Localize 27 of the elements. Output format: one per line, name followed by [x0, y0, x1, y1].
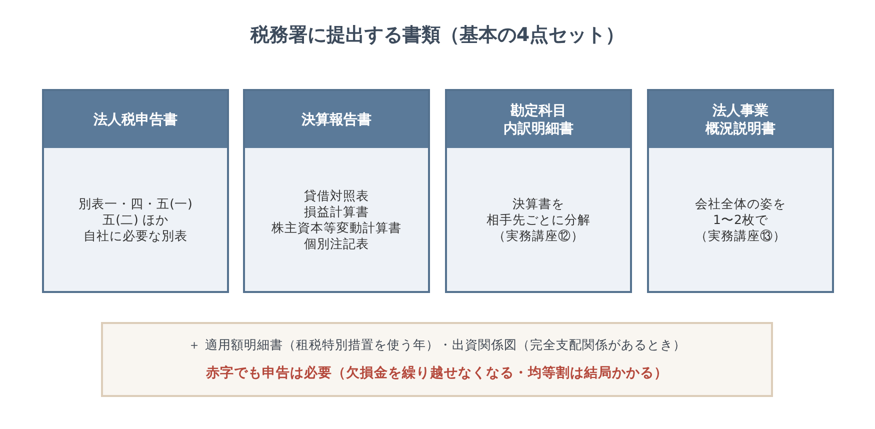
- card-text: （実務講座⑬）: [695, 228, 786, 244]
- card-text: 会社全体の姿を: [695, 196, 786, 212]
- card-text: 株主資本等変動計算書: [272, 220, 402, 236]
- card-text: 相手先ごとに分解: [486, 212, 590, 228]
- card-heading: 勘定科目: [510, 102, 566, 120]
- card-text: 別表一・四・五(一): [78, 196, 192, 212]
- card-heading: 法人税申告書: [94, 110, 178, 128]
- card-text: 決算書を: [512, 196, 564, 212]
- card-heading: 決算報告書: [302, 110, 372, 128]
- warning-text: 赤字でも申告は必要（欠損金を繰り越せなくなる・均等割は結局かかる）: [206, 364, 668, 382]
- card-heading: 概況説明書: [706, 120, 776, 138]
- card-heading: 法人事業: [712, 102, 768, 120]
- card-text: 損益計算書: [304, 204, 369, 220]
- document-card: [42, 89, 229, 293]
- card-text: （実務講座⑫）: [493, 228, 584, 244]
- card-text: 個別注記表: [304, 236, 369, 252]
- document-card: [647, 89, 834, 293]
- document-card: [243, 89, 430, 293]
- note-box: [101, 322, 773, 397]
- card-text: 自社に必要な別表: [84, 228, 188, 244]
- title: 税務署に提出する書類（基本の4点セット）: [249, 23, 626, 48]
- card-text: 五(二) ほか: [102, 212, 168, 228]
- card-text: 1〜2枚で: [713, 212, 768, 228]
- note-text: ＋ 適用額明細書（租税特別措置を使う年）・出資関係図（完全支配関係があるとき）: [188, 337, 686, 354]
- card-text: 貸借対照表: [304, 188, 369, 204]
- card-heading: 内訳明細書: [504, 120, 574, 138]
- document-card: [445, 89, 632, 293]
